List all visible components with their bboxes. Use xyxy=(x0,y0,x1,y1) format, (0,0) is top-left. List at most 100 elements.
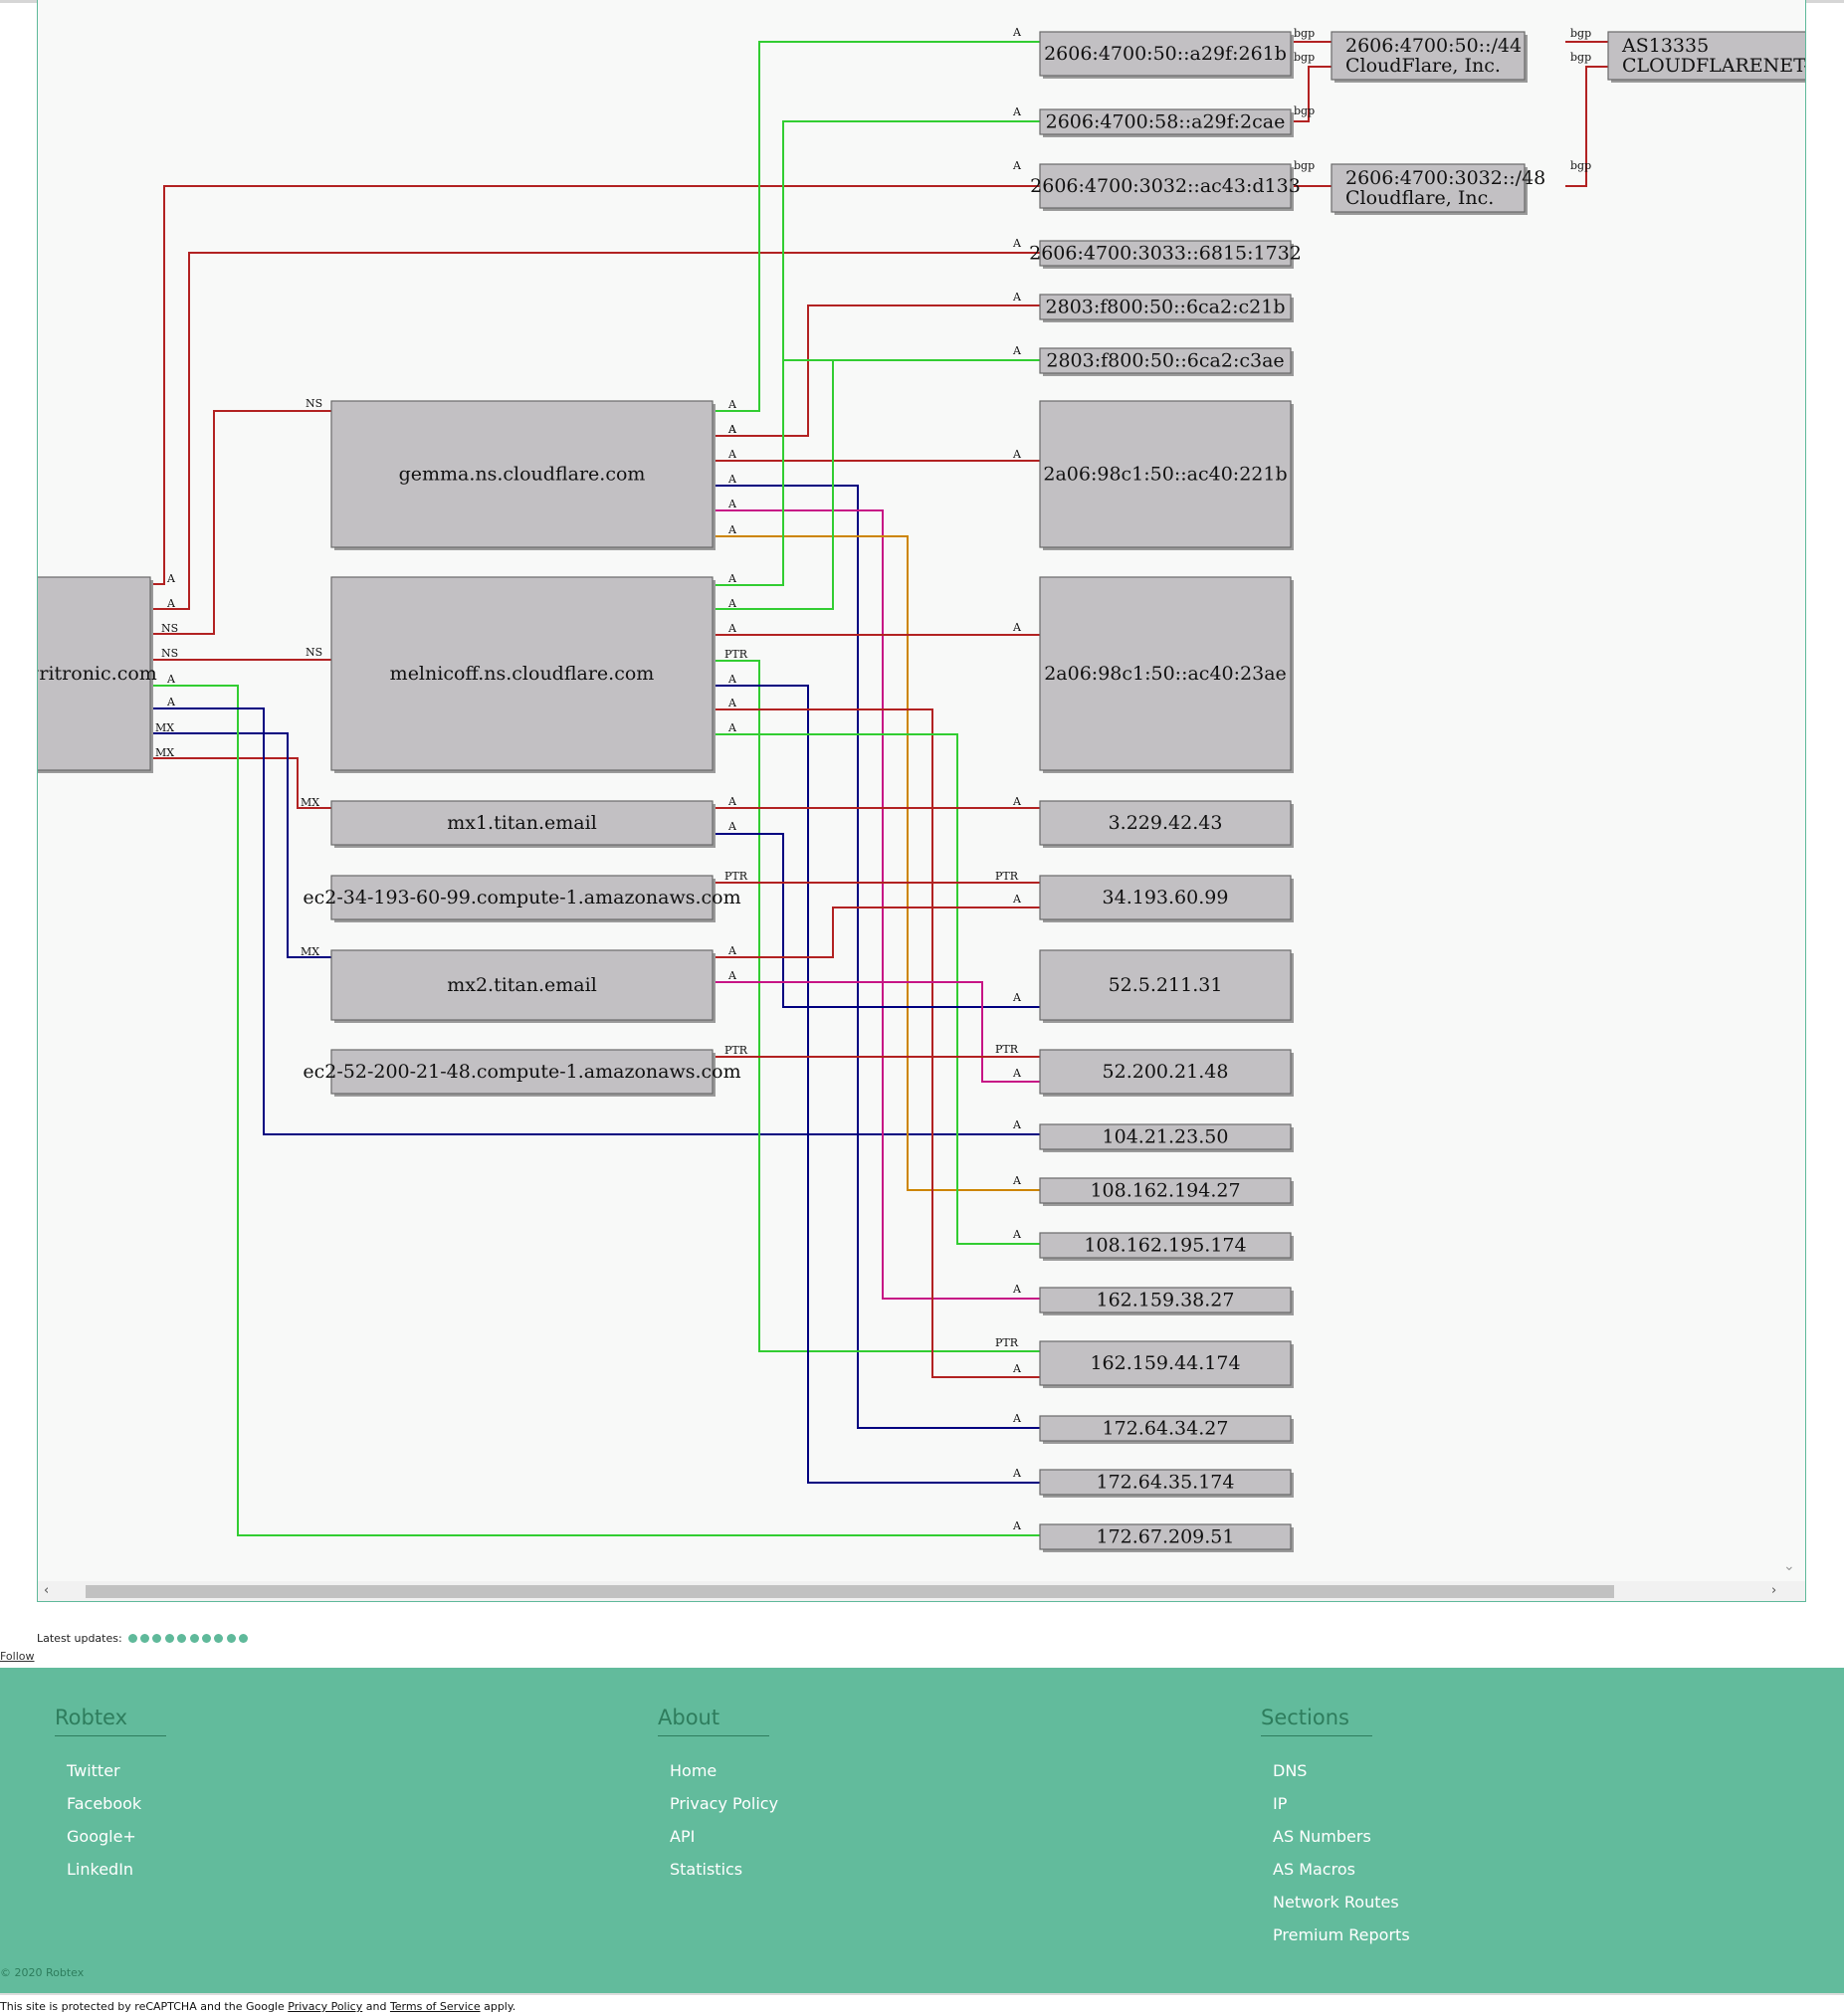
footer-column-about: About Home Privacy Policy API Statistics xyxy=(658,1706,778,1886)
graph-edge-label: NS xyxy=(161,622,178,635)
graph-edge-label: A xyxy=(1012,1362,1022,1375)
graph-node-ip2[interactable]: 2606:4700:58::a29f:2cae xyxy=(1039,108,1294,137)
update-dot[interactable] xyxy=(164,1634,174,1643)
graph-node-label: 2606:4700:3033::6815:1732 xyxy=(1029,243,1302,265)
footer-link-googleplus[interactable]: Google+ xyxy=(67,1827,136,1846)
footer-link-as-numbers[interactable]: AS Numbers xyxy=(1273,1827,1371,1846)
graph-node-label: gritronic.com xyxy=(38,663,157,685)
graph-node-ec2b[interactable]: ec2-52-200-21-48.compute-1.amazonaws.com xyxy=(303,1049,741,1097)
graph-node-ip5[interactable]: 2803:f800:50::6ca2:c21b xyxy=(1039,294,1294,322)
recaptcha-privacy-link[interactable]: Privacy Policy xyxy=(288,2000,363,2013)
graph-node-ip7[interactable]: 2a06:98c1:50::ac40:221b xyxy=(1039,400,1294,550)
update-dot[interactable] xyxy=(239,1634,249,1643)
footer-link-network-routes[interactable]: Network Routes xyxy=(1273,1893,1399,1912)
footer-link-as-macros[interactable]: AS Macros xyxy=(1273,1860,1355,1879)
graph-node-ip3[interactable]: 2606:4700:3032::ac43:d133 xyxy=(1030,163,1301,211)
graph-node-ip12[interactable]: 52.200.21.48 xyxy=(1039,1049,1294,1097)
graph-edge-label: A xyxy=(1012,1174,1022,1187)
recaptcha-terms-link[interactable]: Terms of Service xyxy=(389,2000,481,2013)
graph-node-ip16[interactable]: 162.159.38.27 xyxy=(1039,1287,1294,1315)
update-dot[interactable] xyxy=(177,1634,187,1643)
graph-node-ip15[interactable]: 108.162.195.174 xyxy=(1039,1232,1294,1261)
graph-edge-label: A xyxy=(1012,291,1022,303)
footer-link-statistics[interactable]: Statistics xyxy=(670,1860,743,1879)
footer-link-api[interactable]: API xyxy=(670,1827,696,1846)
update-dots[interactable] xyxy=(127,1634,252,1643)
graph-edge-label: A xyxy=(727,523,737,536)
graph-edge-navy xyxy=(713,485,1040,1429)
graph-node-ip8[interactable]: 2a06:98c1:50::ac40:23ae xyxy=(1039,576,1294,773)
recaptcha-notice: This site is protected by reCAPTCHA and … xyxy=(0,2000,515,2013)
scroll-down-arrow-icon[interactable]: ⌄ xyxy=(1783,1558,1795,1574)
footer-link-ip[interactable]: IP xyxy=(1273,1794,1288,1813)
graph-edge-label: MX xyxy=(301,945,319,958)
graph-node-mx1[interactable]: mx1.titan.email xyxy=(330,800,716,848)
graph-node-label: 162.159.38.27 xyxy=(1096,1290,1234,1311)
graph-node-label: 3.229.42.43 xyxy=(1109,812,1223,834)
footer-link-linkedin[interactable]: LinkedIn xyxy=(67,1860,134,1879)
graph-node-ip11[interactable]: 52.5.211.31 xyxy=(1039,949,1294,1023)
footer-link-home[interactable]: Home xyxy=(670,1761,717,1780)
graph-node-ip13[interactable]: 104.21.23.50 xyxy=(1039,1123,1294,1152)
graph-node-ip1[interactable]: 2606:4700:50::a29f:261b xyxy=(1039,31,1294,79)
graph-edge-label: MX xyxy=(155,746,174,759)
graph-node-gemma[interactable]: gemma.ns.cloudflare.com xyxy=(330,400,716,550)
graph-node-mx2[interactable]: mx2.titan.email xyxy=(330,949,716,1023)
graph-node-melnicoff[interactable]: melnicoff.ns.cloudflare.com xyxy=(330,576,716,773)
graph-node-ip17[interactable]: 162.159.44.174 xyxy=(1039,1340,1294,1388)
scrollbar-thumb[interactable] xyxy=(86,1585,1614,1598)
graph-edge-label: A xyxy=(727,944,737,957)
footer-link-premium-reports[interactable]: Premium Reports xyxy=(1273,1925,1410,1944)
update-dot[interactable] xyxy=(189,1634,199,1643)
graph-node-ip10[interactable]: 34.193.60.99 xyxy=(1039,875,1294,922)
horizontal-scrollbar[interactable]: ‹ › xyxy=(38,1581,1805,1601)
scroll-left-arrow-icon[interactable]: ‹ xyxy=(44,1583,50,1598)
graph-node-ip9[interactable]: 3.229.42.43 xyxy=(1039,800,1294,848)
graph-node-label: 2606:4700:3032::/48 xyxy=(1345,167,1545,189)
footer-link-twitter[interactable]: Twitter xyxy=(67,1761,120,1780)
follow-link[interactable]: Follow xyxy=(0,1650,35,1663)
footer-link-dns[interactable]: DNS xyxy=(1273,1761,1308,1780)
graph-node-ip14[interactable]: 108.162.194.27 xyxy=(1039,1177,1294,1206)
graph-node-label: 172.67.209.51 xyxy=(1096,1526,1234,1548)
graph-edge-label: bgp xyxy=(1294,104,1315,117)
graph-node-ip4[interactable]: 2606:4700:3033::6815:1732 xyxy=(1029,240,1302,269)
footer-link-facebook[interactable]: Facebook xyxy=(67,1794,142,1813)
update-dot[interactable] xyxy=(214,1634,224,1643)
graph-node-label: AS13335 xyxy=(1621,35,1709,57)
update-dot[interactable] xyxy=(127,1634,137,1643)
graph-node-label: 172.64.35.174 xyxy=(1096,1472,1234,1494)
graph-edge-label: A xyxy=(727,795,737,808)
graph-node-ip6[interactable]: 2803:f800:50::6ca2:c3ae xyxy=(1039,347,1294,376)
graph-edge-label: A xyxy=(727,423,737,436)
update-dot[interactable] xyxy=(152,1634,162,1643)
graph-node-label: 104.21.23.50 xyxy=(1103,1126,1229,1148)
graph-node-ip18[interactable]: 172.64.34.27 xyxy=(1039,1415,1294,1444)
graph-node-ec2a[interactable]: ec2-34-193-60-99.compute-1.amazonaws.com xyxy=(303,875,741,922)
graph-edge-label: A xyxy=(1012,621,1022,634)
graph-node-gritronic[interactable]: gritronic.com xyxy=(38,576,157,773)
scroll-right-arrow-icon[interactable]: › xyxy=(1771,1583,1777,1598)
update-dot[interactable] xyxy=(140,1634,150,1643)
latest-updates-label: Latest updates: xyxy=(37,1632,122,1645)
update-dot[interactable] xyxy=(226,1634,236,1643)
graph-edge-red xyxy=(150,252,1040,610)
graph-node-ip19[interactable]: 172.64.35.174 xyxy=(1039,1469,1294,1498)
graph-node-label: 2803:f800:50::6ca2:c21b xyxy=(1046,297,1286,318)
footer-link-privacy-policy[interactable]: Privacy Policy xyxy=(670,1794,779,1813)
footer: Robtex Twitter Facebook Google+ LinkedIn… xyxy=(0,1668,1844,1995)
graph-node-label: 172.64.34.27 xyxy=(1103,1418,1229,1440)
graph-node-label: 162.159.44.174 xyxy=(1090,1352,1240,1374)
graph-node-label: 2606:4700:3032::ac43:d133 xyxy=(1030,175,1301,197)
latest-updates: Latest updates: xyxy=(37,1632,252,1645)
update-dot[interactable] xyxy=(202,1634,212,1643)
graph-edge-red xyxy=(713,907,1040,958)
graph-node-ip20[interactable]: 172.67.209.51 xyxy=(1039,1523,1294,1552)
graph-edge-label: A xyxy=(727,498,737,510)
graph-node-label: 52.200.21.48 xyxy=(1103,1061,1229,1083)
